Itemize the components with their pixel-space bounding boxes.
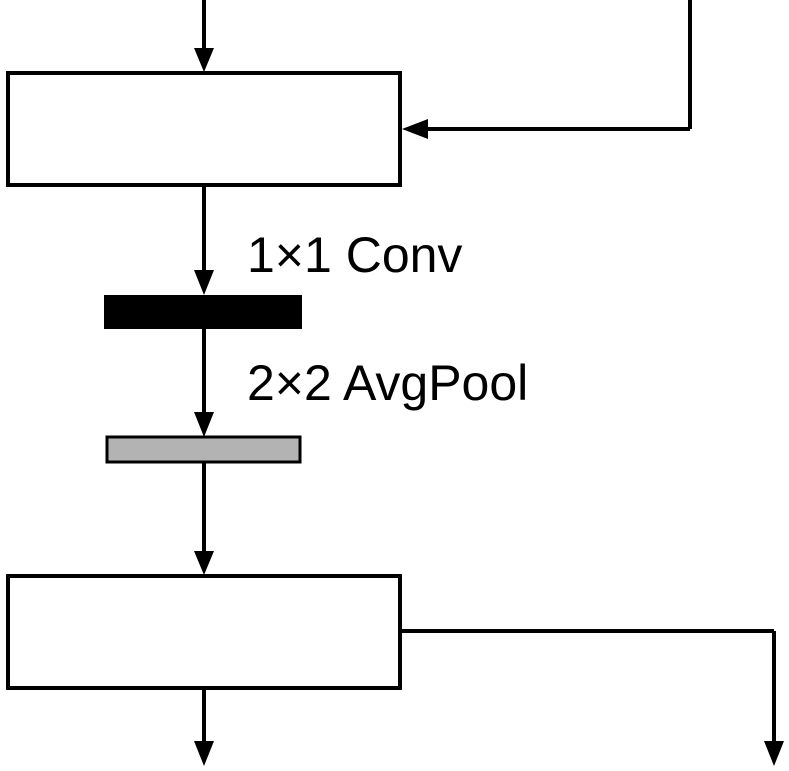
upper-block: [6, 71, 402, 187]
pool-label: 2×2 AvgPool: [247, 355, 528, 411]
arrow-to-conv: [194, 185, 214, 295]
output-arrow: [194, 688, 214, 766]
lower-block: [6, 574, 402, 690]
input-arrow: [194, 0, 214, 72]
skip-connection-out: [400, 629, 784, 766]
pool-layer-bar: [105, 435, 302, 464]
conv-label: 1×1 Conv: [247, 227, 462, 283]
arrow-to-pool: [194, 328, 214, 437]
skip-connection-in: [402, 0, 692, 139]
arrow-to-lower-block: [194, 462, 214, 575]
conv-layer-bar: [104, 295, 302, 329]
